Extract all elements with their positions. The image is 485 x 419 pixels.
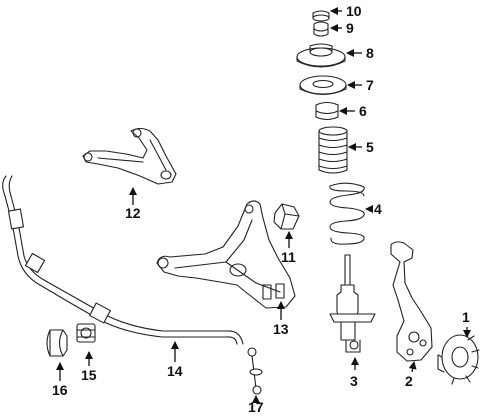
callout-4: 4 — [374, 201, 382, 217]
callout-10: 10 — [346, 3, 362, 19]
part-7-drawing — [299, 75, 347, 96]
callout-17: 17 — [248, 399, 264, 415]
part-6-drawing — [315, 101, 339, 121]
leader-2 — [408, 361, 417, 373]
part-4-drawing — [329, 182, 365, 245]
callout-13: 13 — [273, 321, 289, 337]
callout-14: 14 — [167, 363, 183, 379]
part-12-drawing — [82, 127, 177, 185]
part-15-drawing — [76, 323, 96, 343]
callout-11: 11 — [281, 249, 296, 265]
callout-3: 3 — [350, 373, 358, 389]
callout-8: 8 — [366, 45, 374, 61]
callout-2: 2 — [405, 373, 413, 389]
part-5-drawing — [318, 126, 348, 174]
part-14-drawing — [2, 175, 244, 345]
callout-6: 6 — [359, 103, 367, 119]
part-11-drawing — [273, 203, 300, 230]
part-3-drawing — [329, 254, 376, 353]
callout-labels: 10 9 8 7 6 5 4 3 2 1 12 11 13 14 15 16 1… — [52, 3, 470, 415]
callout-16: 16 — [52, 382, 68, 398]
part-17-drawing — [247, 347, 263, 395]
part-1-drawing — [437, 334, 480, 385]
part-2-drawing — [390, 241, 433, 362]
part-8-drawing — [296, 43, 346, 68]
callout-1: 1 — [462, 309, 470, 325]
part-10-drawing — [312, 10, 330, 22]
part-16-drawing — [46, 329, 68, 357]
part-9-drawing — [313, 21, 329, 37]
callout-7: 7 — [366, 77, 374, 93]
callout-15: 15 — [81, 367, 97, 383]
part-13-drawing — [156, 200, 296, 309]
callout-9: 9 — [346, 20, 354, 36]
leader-lines — [56, 7, 471, 403]
callout-12: 12 — [125, 205, 141, 221]
callout-5: 5 — [366, 139, 374, 155]
